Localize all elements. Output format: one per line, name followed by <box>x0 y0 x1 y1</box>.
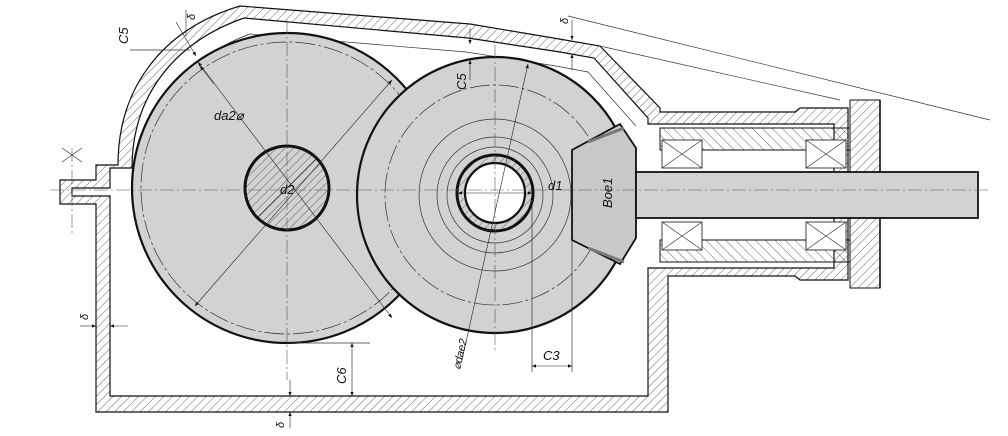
label-d1: d1 <box>548 178 562 193</box>
label-d2: d2 <box>280 182 295 197</box>
label-c5-mid: C5 <box>454 73 469 90</box>
label-boe1: Boe1 <box>600 178 615 208</box>
label-delta-bottom: δ <box>275 421 287 428</box>
label-c5-left: C5 <box>116 27 131 44</box>
label-c6: C6 <box>334 367 349 384</box>
label-delta-right-top: δ <box>559 17 571 24</box>
label-c3: C3 <box>543 348 560 363</box>
output-shaft <box>635 171 979 219</box>
label-da2: da2⌀ <box>214 108 245 123</box>
label-dae2: ⌀dae2 <box>451 338 470 371</box>
labels: C5 δ C5 δ da2⌀ d2 d1 Boe1 δ ⌀dae2 C3 C6 … <box>79 13 615 428</box>
dimensions <box>80 10 991 428</box>
label-delta-left: δ <box>79 313 91 320</box>
housing-wall <box>59 5 849 413</box>
label-delta-top: δ <box>186 13 198 20</box>
